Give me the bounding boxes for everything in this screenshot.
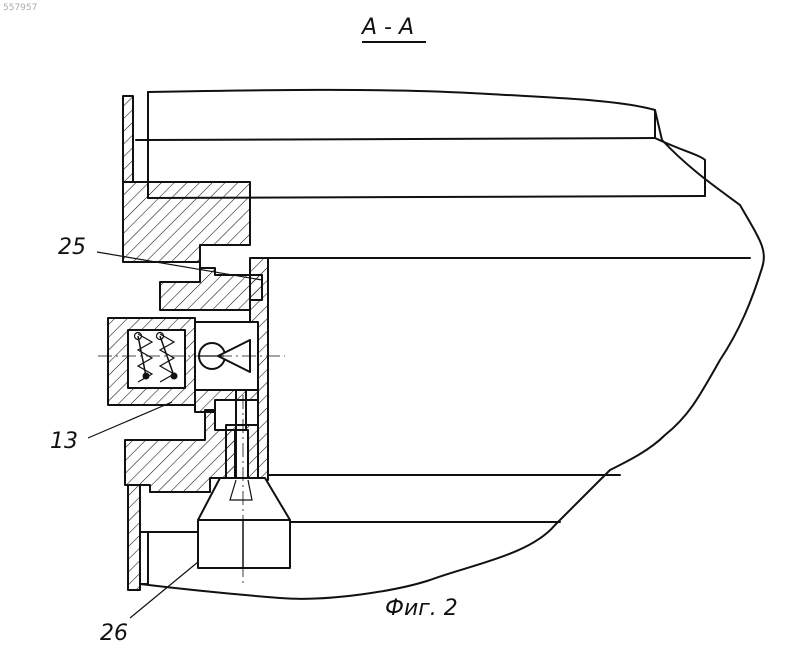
bore-lines bbox=[262, 258, 750, 522]
valve-body bbox=[195, 322, 258, 412]
left-wall-bottom bbox=[128, 485, 140, 590]
channel-tube bbox=[226, 390, 258, 480]
section-title: A - A bbox=[360, 15, 414, 40]
left-wall-top bbox=[123, 96, 133, 182]
document-number: 557957 bbox=[3, 3, 37, 13]
leader-13 bbox=[88, 402, 172, 438]
lower-left-block bbox=[140, 532, 198, 584]
flange-upper bbox=[123, 182, 262, 310]
label-13: 13 bbox=[50, 429, 78, 454]
label-26: 26 bbox=[100, 621, 128, 646]
spring-housing bbox=[108, 318, 195, 405]
figure-caption: Фиг. 2 bbox=[385, 596, 458, 621]
label-25: 25 bbox=[58, 235, 86, 260]
section-title-group: A - A bbox=[360, 15, 426, 42]
